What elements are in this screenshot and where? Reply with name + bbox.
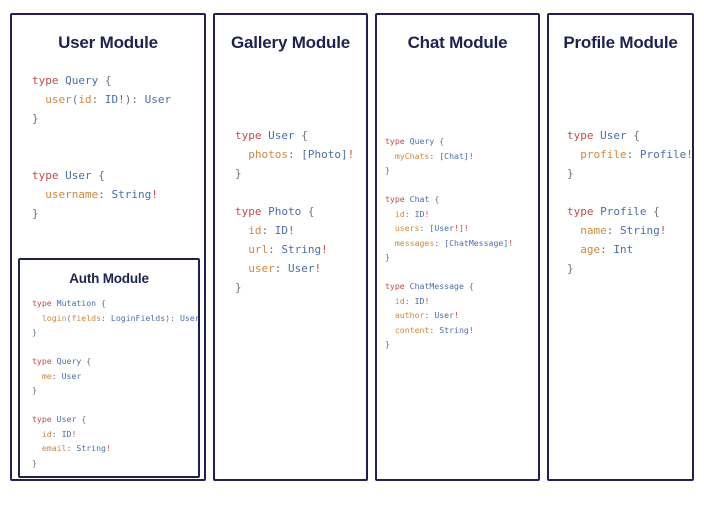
code-block-chat: type Query { myChats: [Chat]! } type Cha…: [385, 136, 514, 349]
module-title-user: User Module: [58, 33, 158, 52]
module-title-profile: Profile Module: [563, 33, 678, 52]
module-card-profile[interactable]: Profile Module type User { profile: Prof…: [547, 13, 694, 481]
code-block-user: type Query { user(id: ID!): User } type …: [32, 74, 172, 220]
module-title-gallery: Gallery Module: [230, 33, 351, 52]
code-block-auth: type Mutation { login(fields: LoginField…: [32, 298, 200, 468]
module-card-gallery[interactable]: Gallery Module type User { photos: [Phot…: [213, 13, 368, 481]
code-block-gallery: type User { photos: [Photo]! } type Phot…: [235, 129, 355, 294]
module-card-auth[interactable]: Auth Module type Mutation { login(fields…: [18, 258, 200, 478]
code-block-profile: type User { profile: Profile! } type Pro…: [567, 129, 693, 275]
module-title-chat: Chat Module: [407, 33, 508, 52]
module-title-auth: Auth Module: [69, 271, 149, 286]
module-card-user[interactable]: User Module type Query { user(id: ID!): …: [10, 13, 206, 481]
module-card-chat[interactable]: Chat Module type Query { myChats: [Chat]…: [375, 13, 540, 481]
